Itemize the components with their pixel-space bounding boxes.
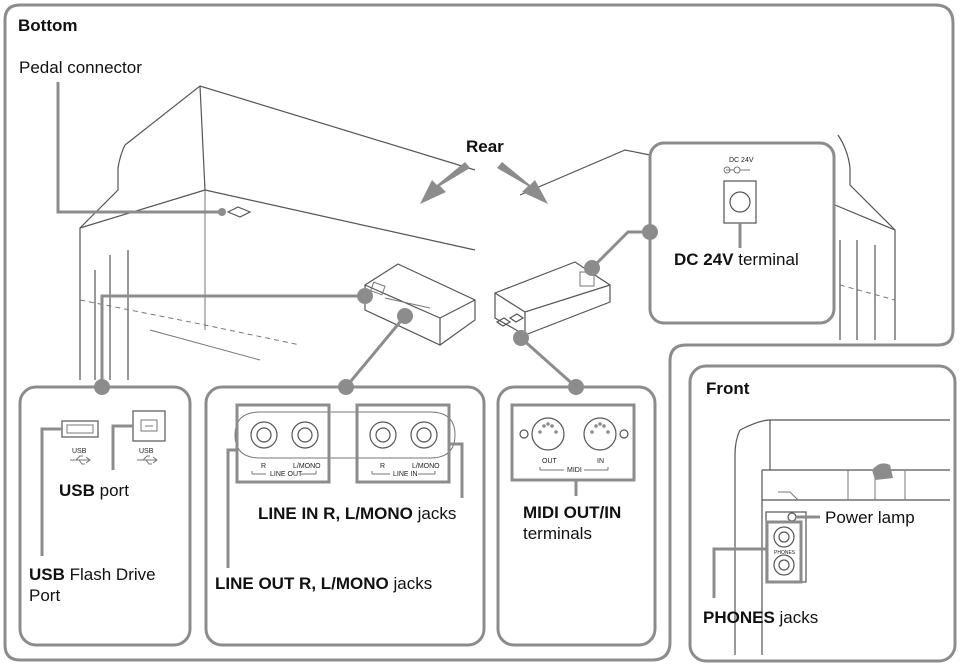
usb-b-symbol-icon: [137, 455, 158, 465]
line-out-group-box: [235, 403, 331, 484]
dc24v-jack: [723, 180, 757, 224]
midi-label: MIDI OUT/IN: [523, 503, 621, 522]
dc24v-jack-hole: [729, 191, 751, 213]
usb-a-small-label: USB: [72, 448, 87, 455]
midi-out-small: OUT: [542, 458, 558, 465]
midi-leader: [520, 336, 577, 389]
line-jacks-leader-dot-a: [338, 379, 354, 395]
line-out-bracket: [251, 471, 317, 475]
line-out-small-caption: LINE OUT: [270, 471, 303, 478]
midi-small-caption: MIDI: [567, 467, 582, 474]
midi-group-box: [510, 403, 636, 482]
dc24v-pointer-dot-b: [584, 260, 600, 276]
line-in-l-small: L/MONO: [412, 463, 440, 470]
pedal-connector-dot: [218, 208, 226, 216]
midi-in-pins: [590, 422, 610, 434]
midi-screw-left: [519, 429, 529, 439]
usb-a-symbol-icon: [70, 455, 91, 465]
line-in-small-caption: LINE IN: [393, 471, 418, 478]
phones-jack-1: [773, 526, 795, 548]
usb-a-inner: [66, 424, 94, 434]
usb-flash-leader: [40, 427, 62, 556]
dc24v-terminal-label: DC 24V terminal: [674, 250, 799, 269]
midi-in-small: IN: [597, 458, 604, 465]
dc24v-pointer-leader: [590, 230, 650, 270]
line-jack-panel-outline: [234, 411, 456, 459]
line-in-leader: [449, 442, 464, 498]
usb-leader: [100, 294, 365, 387]
line-out-r-jack: [250, 421, 278, 449]
rear-arrow-right: [497, 162, 548, 204]
usb-port-leader: [111, 424, 133, 470]
line-in-label: LINE IN R, L/MONO jacks: [258, 504, 456, 523]
front-section-title: Front: [706, 379, 750, 398]
midi-label-line2: terminals: [523, 524, 592, 543]
power-lamp: [787, 512, 797, 522]
dc24v-pointer-dot-a: [642, 224, 658, 240]
phones-small-label: PHONES: [774, 550, 796, 556]
phones-label: PHONES jacks: [703, 608, 818, 627]
usb-leader-dot-b: [357, 288, 373, 304]
line-out-label: LINE OUT R, L/MONO jacks: [215, 574, 432, 593]
line-jacks-leader: [344, 315, 407, 388]
power-lamp-label: Power lamp: [825, 508, 915, 527]
rear-arrow-left: [420, 162, 470, 204]
line-out-l-jack: [291, 421, 319, 449]
bottom-panel-frame: [3, 3, 955, 662]
phones-jack-1-hole: [778, 531, 790, 543]
front-knob: [872, 463, 893, 480]
midi-leader-dot-a: [568, 379, 584, 395]
dc24v-small-label: DC 24V: [729, 157, 754, 164]
line-out-r-jack-hole: [256, 427, 272, 443]
midi-screw-right: [619, 429, 629, 439]
pedal-connector-leader: [56, 82, 220, 214]
usb-b-small-label: USB: [139, 448, 154, 455]
piano-underside-drawing: [79, 85, 896, 380]
usb-flash-drive-label-line2: Port: [29, 586, 60, 605]
rear-label: Rear: [466, 137, 504, 156]
front-panel-drawing: [734, 419, 950, 655]
line-out-leader: [226, 448, 237, 568]
midi-out-socket: [531, 417, 565, 451]
line-in-bracket: [371, 471, 436, 475]
usb-leader-dot-a: [94, 379, 110, 395]
dc24v-polarity-center: [733, 166, 741, 174]
line-in-r-small: R: [380, 463, 385, 470]
phones-jack-2: [773, 554, 795, 576]
dc24v-polarity-symbol: [723, 166, 750, 174]
phones-jack-2-hole: [778, 559, 790, 571]
line-in-l-jack-hole: [416, 427, 432, 443]
phones-group-box: [765, 520, 803, 584]
line-out-r-small: R: [261, 463, 266, 470]
usb-b-inner: [140, 419, 158, 432]
line-in-r-jack: [369, 421, 397, 449]
midi-bracket: [539, 467, 609, 471]
line-in-l-jack: [410, 421, 438, 449]
line-jacks-leader-dot-b: [397, 308, 413, 324]
line-out-l-jack-hole: [297, 427, 313, 443]
phones-leader: [712, 547, 767, 598]
midi-leader-dot-b: [513, 330, 529, 346]
bottom-section-title: Bottom: [18, 16, 77, 35]
midi-out-pins: [538, 422, 558, 434]
line-in-r-jack-hole: [375, 427, 391, 443]
midi-in-socket: [583, 417, 617, 451]
front-panel-frame: [688, 364, 957, 663]
pedal-connector-label: Pedal connector: [19, 58, 142, 77]
usb-flash-drive-label: USB Flash Drive: [29, 565, 156, 584]
line-out-l-small: L/MONO: [293, 463, 321, 470]
usb-port-label: USB port: [59, 481, 129, 500]
